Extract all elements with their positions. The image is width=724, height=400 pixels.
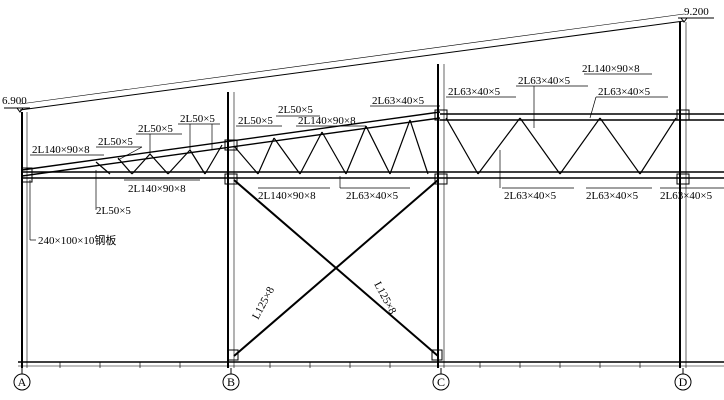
label-web-14: 2L63×40×5 [660,190,713,202]
elev-triangle-right [680,17,688,23]
web-members-bc [233,119,429,175]
axis-d-circle [674,373,692,391]
gusset-d-top [676,109,690,121]
axis-a-circle [13,373,31,391]
leader-lines [29,73,724,241]
axis-label-c: C [437,375,445,389]
gusset-c-top [434,109,448,121]
label-web-13: 2L63×40×5 [586,190,639,202]
label-plate: 240×100×10钢板 [38,233,116,247]
label-web-10: 2L50×5 [96,205,131,217]
gusset-b-bottom [224,173,238,185]
axis-b-circle [222,373,240,391]
label-top-chord-mid: 2L140×90×8 [298,115,356,127]
gusset-b-top [224,139,238,151]
gusset-b-base [227,349,239,361]
gusset-c-bottom [434,173,448,185]
label-web-9: 2L63×40×5 [598,86,651,98]
label-web-5: 2L50×5 [278,104,313,116]
axis-label-a: A [18,375,27,389]
label-brace-left: L125×8 [250,284,277,321]
label-top-chord-left: 2L140×90×8 [32,144,90,156]
label-web-3: 2L50×5 [180,113,215,125]
elev-triangle-left [16,107,24,113]
gusset-c-base [431,349,443,361]
ground-ticks [59,362,641,368]
label-web-2: 2L50×5 [138,123,173,135]
label-web-11: 2L63×40×5 [346,190,399,202]
web-members-cd [445,117,677,175]
axis-c-circle [432,373,450,391]
label-web-12: 2L63×40×5 [504,190,557,202]
label-web-8: 2L63×40×5 [518,75,571,87]
roof-line [19,20,685,111]
top-chord-left [21,111,441,171]
roof-line-upper [19,13,685,105]
label-bottom-chord-2: 2L140×90×8 [258,190,316,202]
gusset-a [21,167,33,183]
label-web-6: 2L63×40×5 [372,95,425,107]
label-web-1: 2L50×5 [98,136,133,148]
web-members-ab [95,144,223,175]
axis-label-b: B [227,375,235,389]
label-bottom-chord-1: 2L140×90×8 [128,183,186,195]
top-chord-left-2 [21,117,441,177]
label-web-7: 2L63×40×5 [448,86,501,98]
brace-x-2 [233,179,439,357]
axis-label-d: D [679,375,688,389]
elevation-left: 6.900 [2,95,27,107]
label-top-chord-right: 2L140×90×8 [582,63,640,75]
elevation-right: 9.200 [684,6,709,18]
gusset-d-bottom [676,173,690,185]
label-web-4: 2L50×5 [238,115,273,127]
